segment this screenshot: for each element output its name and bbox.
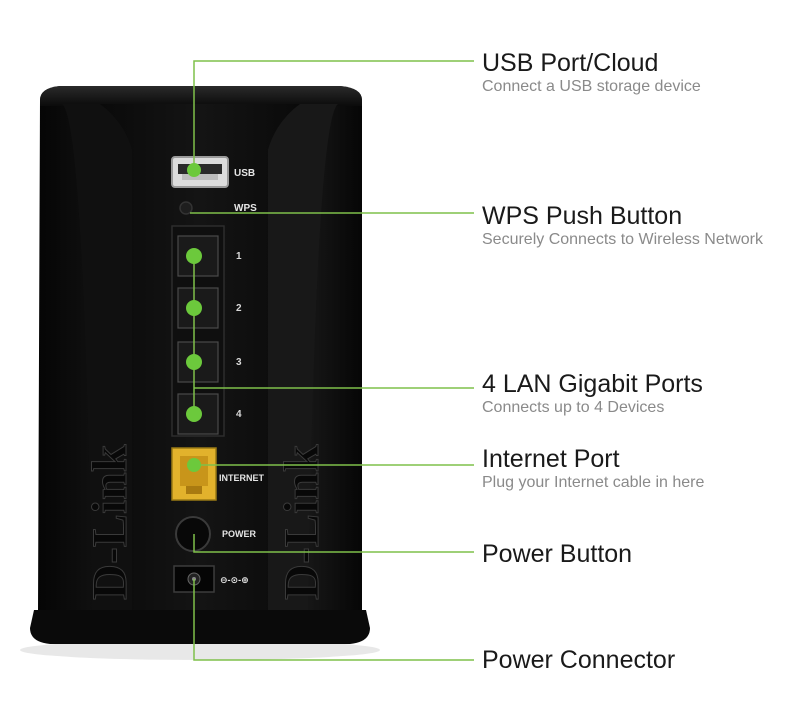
router-foot [30,610,370,644]
lan-dot-3 [186,354,202,370]
power-button[interactable] [175,516,211,552]
internet-port[interactable] [171,447,217,501]
brand-logo-right: D-Link [273,444,329,600]
leader-usb-dot [187,163,201,177]
lan-dot-1 [186,248,202,264]
callout-subtitle: Plug your Internet cable in here [482,474,705,491]
callout-power-connector: Power Connector [482,646,675,674]
callout-wps: WPS Push Button Securely Connects to Wir… [482,202,763,250]
lan-port-number: 2 [236,303,242,314]
lan-port-number: 4 [236,409,242,420]
wps-label: WPS [234,203,257,214]
callout-title: WPS Push Button [482,202,683,230]
lan-dot-2 [186,300,202,316]
callout-title: USB Port/Cloud [482,49,659,77]
connector-symbol: ⊖-⊙-⊕ [220,575,249,585]
leader-power-connector [193,579,474,661]
callout-subtitle: Connect a USB storage device [482,78,701,95]
callout-title: Internet Port [482,445,620,473]
router-top [40,86,362,106]
leader-power-button [193,534,474,553]
power-label: POWER [222,529,257,539]
lan-port-number: 1 [236,251,242,262]
wps-button[interactable] [179,201,193,215]
leader-usb [193,60,474,170]
callout-title: 4 LAN Gigabit Ports [482,370,703,398]
callout-subtitle: Securely Connects to Wireless Network [482,231,763,248]
lan-port-number: 3 [236,357,242,368]
power-connector[interactable] [173,565,215,593]
left-bevel [62,104,132,610]
router-shadow [20,640,380,660]
callout-usb: USB Port/Cloud Connect a USB storage dev… [482,49,701,97]
lan-dot-4 [186,406,202,422]
leader-internet-dot [187,458,201,472]
internet-label: INTERNET [219,473,265,483]
callout-leaders [186,60,474,661]
usb-label: USB [234,168,255,179]
callout-title: Power Connector [482,646,676,674]
callout-lan: 4 LAN Gigabit Ports Connects up to 4 Dev… [482,370,703,418]
callout-internet: Internet Port Plug your Internet cable i… [482,445,704,493]
right-bevel [268,104,338,610]
callout-power-button: Power Button [482,540,632,568]
brand-logo-left: D-Link [81,444,137,600]
callout-title: Power Button [482,540,633,568]
callout-subtitle: Connects up to 4 Devices [482,399,665,416]
